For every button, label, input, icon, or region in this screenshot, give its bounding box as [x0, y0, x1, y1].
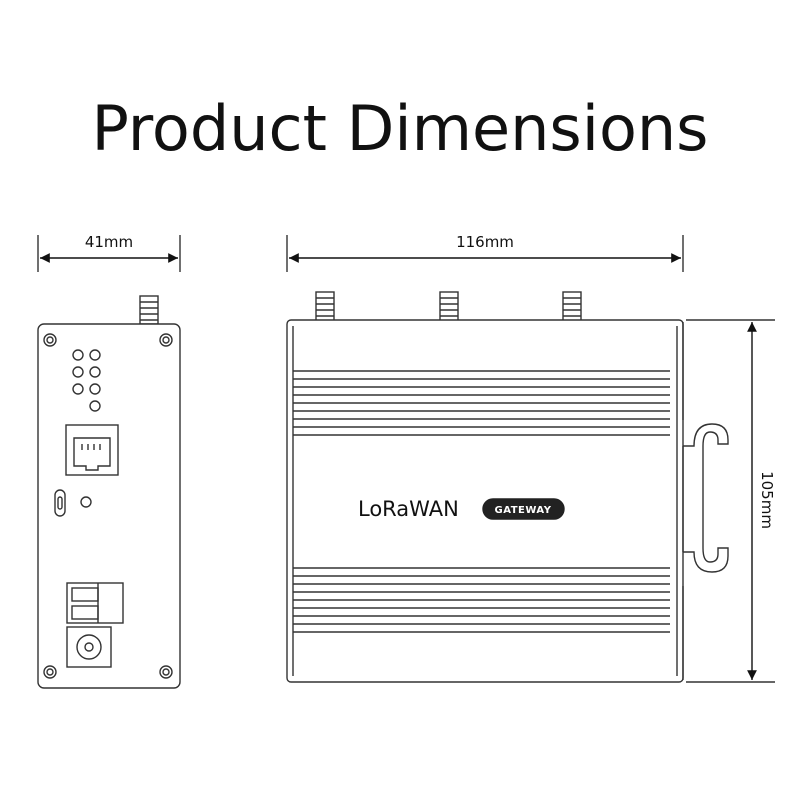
depth-dimension-line	[37, 235, 181, 272]
corner-screws	[43, 333, 173, 679]
front-view	[286, 235, 775, 683]
din-rail-clip	[682, 322, 729, 680]
terminal-block	[66, 582, 124, 624]
front-panel	[286, 319, 684, 683]
height-label: 105mm	[758, 471, 776, 529]
bottom-heatsink-ribs	[293, 567, 670, 633]
depth-label: 41mm	[85, 233, 133, 251]
antenna-connectors	[315, 291, 582, 323]
reset-button	[80, 496, 92, 508]
width-label: 116mm	[456, 233, 514, 251]
gateway-badge	[482, 498, 565, 520]
led-indicators	[72, 349, 101, 412]
top-heatsink-ribs	[293, 370, 670, 436]
page-title: Product Dimensions	[91, 92, 709, 165]
side-view	[37, 235, 181, 689]
ethernet-port	[65, 424, 119, 476]
side-panel	[37, 323, 181, 689]
width-dimension-line	[286, 235, 684, 272]
gateway-badge-label: GATEWAY	[495, 505, 552, 516]
usb-port	[54, 489, 66, 517]
brand-label: LoRaWAN	[358, 497, 459, 521]
dc-power-jack	[66, 626, 112, 668]
antenna-connector	[139, 295, 159, 325]
height-dimension-line	[686, 319, 775, 683]
